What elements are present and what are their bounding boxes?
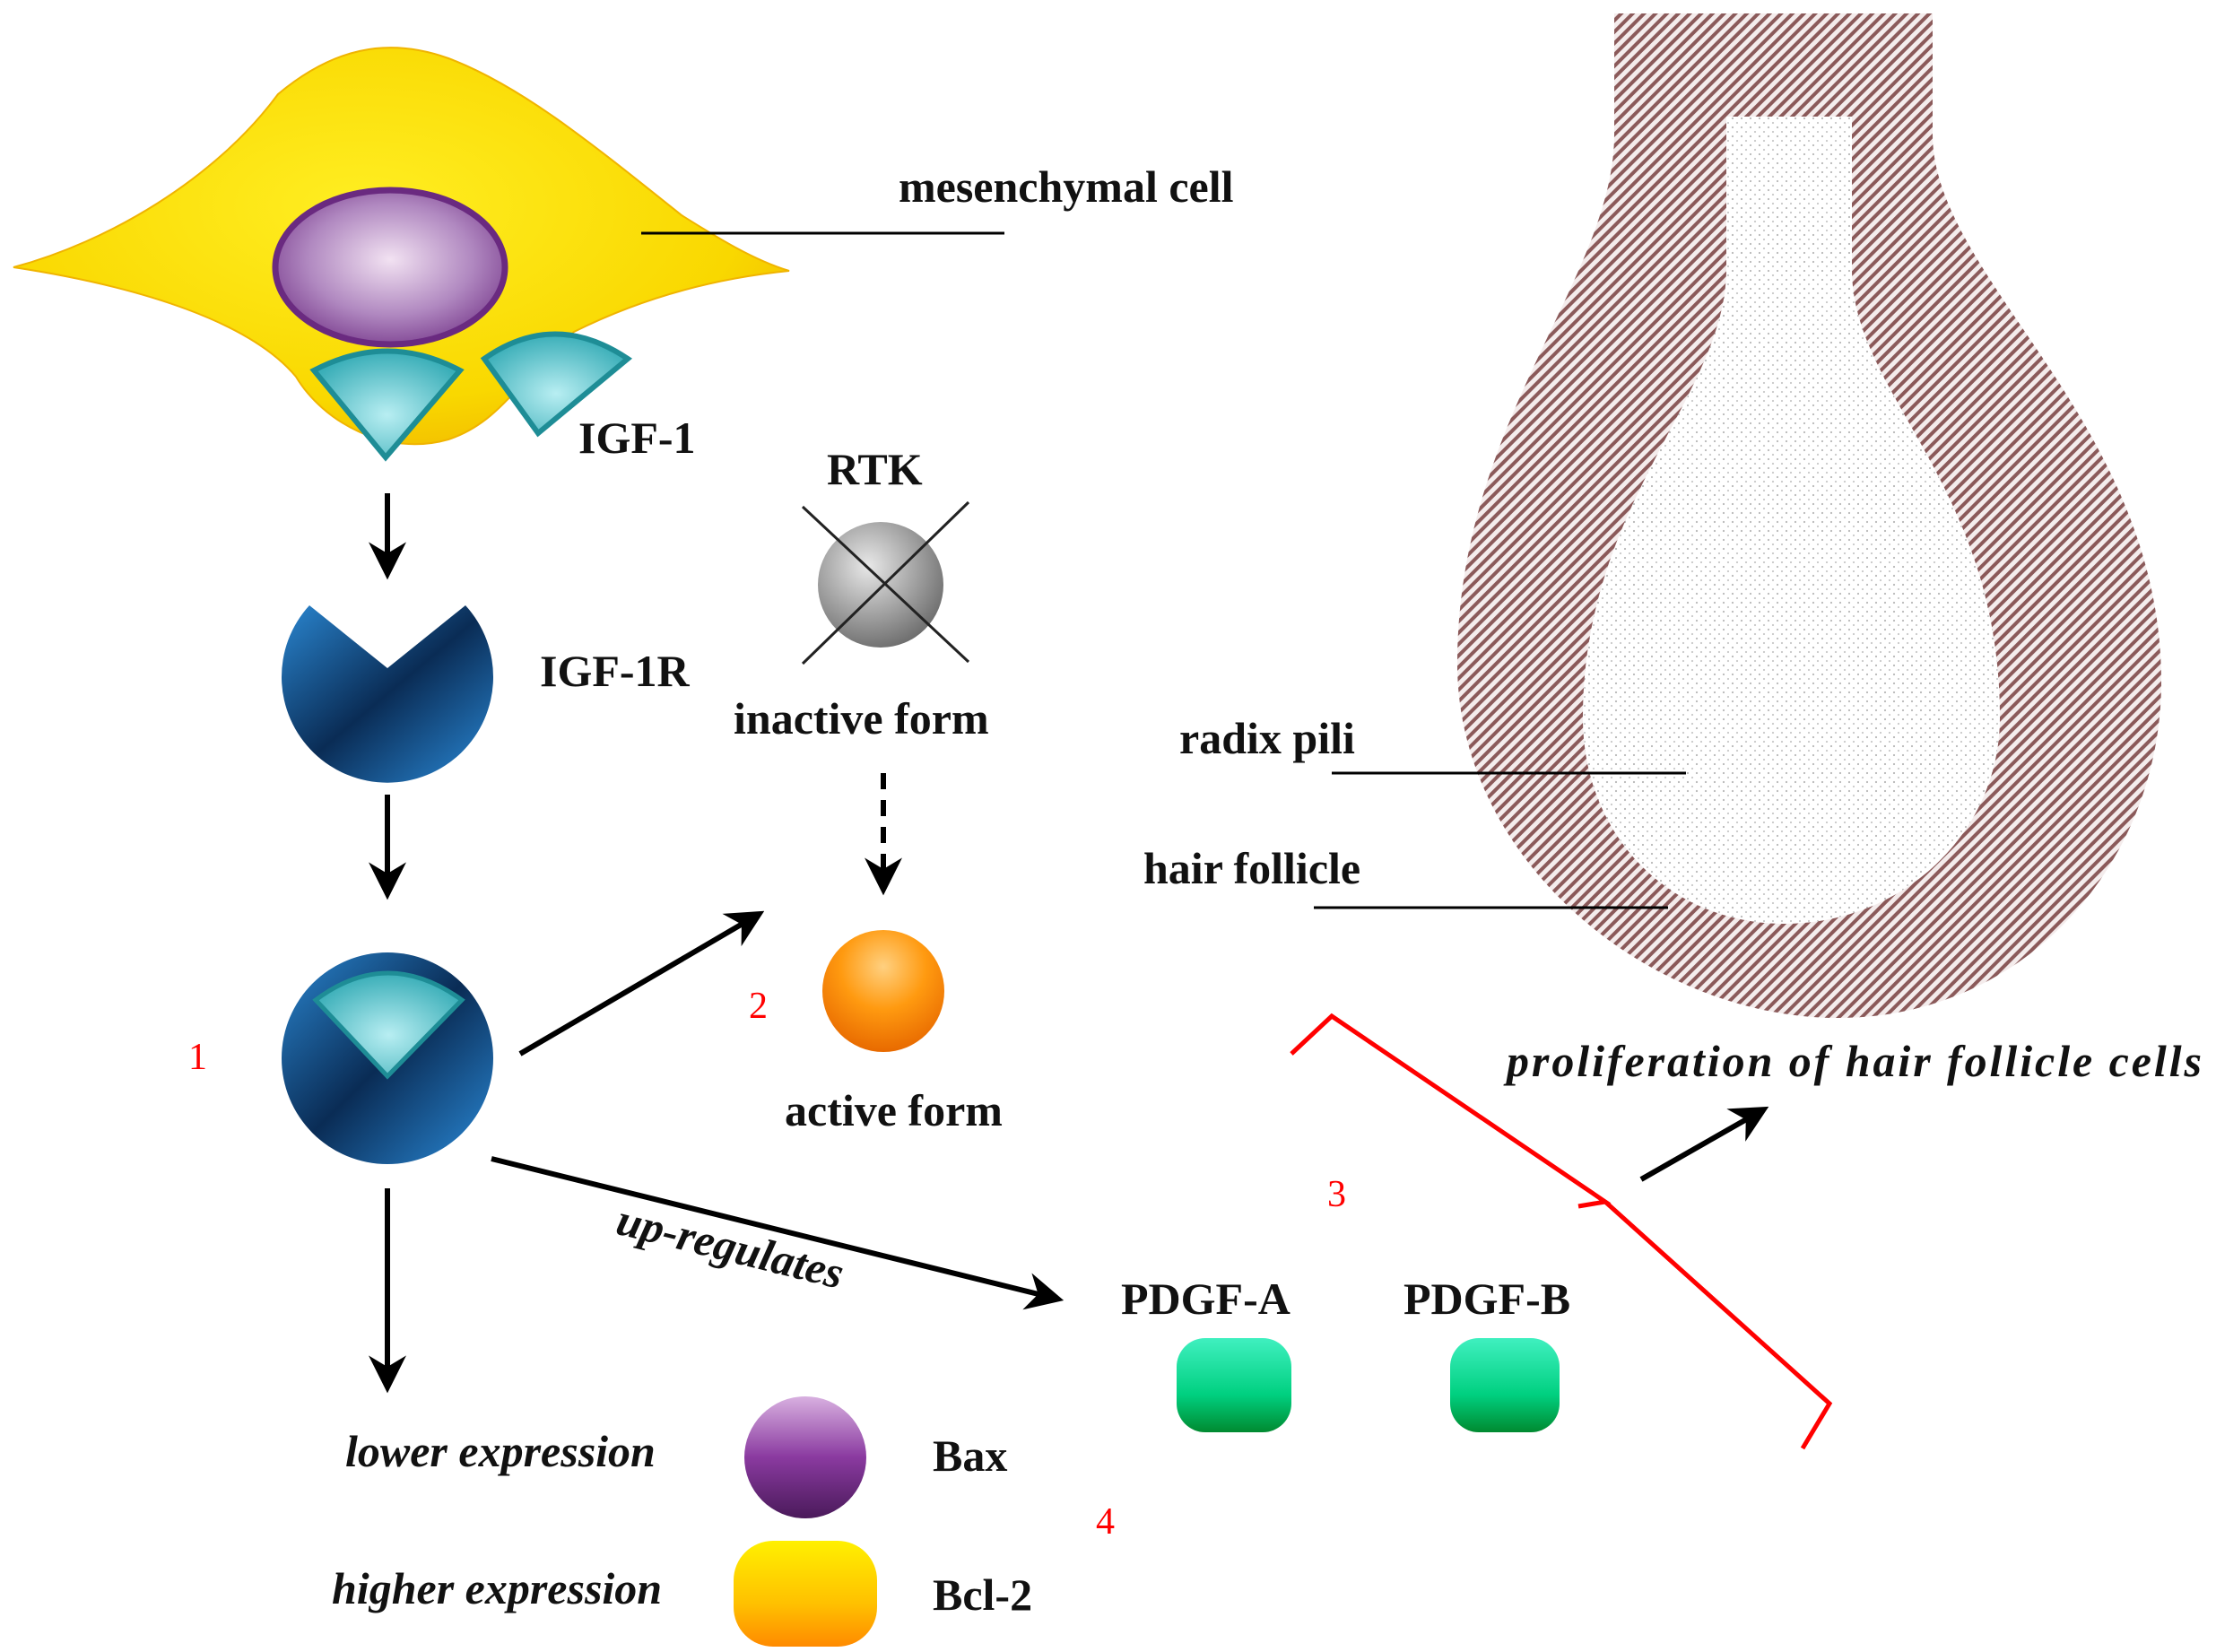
label-active-form: active form — [785, 1085, 1003, 1135]
label-hair-follicle: hair follicle — [1143, 843, 1360, 893]
step-number-4: 4 — [1096, 1501, 1115, 1543]
label-up-regulates: up-regulates — [612, 1194, 848, 1298]
rtk-inactive — [801, 500, 970, 665]
bax-protein — [744, 1396, 866, 1518]
hair-follicle-shape — [1457, 13, 2161, 1018]
label-pdgf-b: PDGF-B — [1403, 1274, 1570, 1324]
step-number-2: 2 — [749, 986, 768, 1027]
nucleus — [272, 187, 508, 348]
arrow-up-regulates-pdgf — [491, 1156, 1065, 1310]
label-bcl2: Bcl-2 — [933, 1569, 1032, 1620]
label-proliferation: proliferation of hair follicle cells — [1503, 1036, 2202, 1086]
label-igf1r: IGF-1R — [540, 646, 691, 696]
label-lower-expression: lower expression — [345, 1426, 656, 1476]
step-number-1: 1 — [188, 1037, 207, 1078]
igf1-ligand-2 — [480, 331, 633, 438]
pdgf-a-protein — [1177, 1338, 1291, 1432]
label-bax: Bax — [933, 1430, 1007, 1481]
mesenchymal-cell — [13, 47, 790, 446]
arrow-to-proliferation — [1639, 1106, 1769, 1182]
label-mesenchymal-cell: mesenchymal cell — [899, 161, 1234, 212]
igf1-ligand-1 — [309, 348, 465, 462]
bcl2-protein — [734, 1541, 877, 1647]
label-higher-expression: higher expression — [332, 1563, 662, 1613]
igf1r-receptor — [282, 605, 494, 783]
rtk-active — [822, 930, 944, 1052]
label-pdgf-a: PDGF-A — [1121, 1274, 1290, 1324]
red-bracket — [1290, 1013, 1833, 1450]
step-number-3: 3 — [1327, 1174, 1346, 1215]
label-inactive-form: inactive form — [734, 693, 989, 743]
igf1r-bound-complex — [282, 952, 493, 1164]
label-igf1: IGF-1 — [578, 413, 696, 463]
label-radix-pili: radix pili — [1179, 713, 1355, 763]
pdgf-b-protein — [1450, 1338, 1560, 1432]
label-rtk: RTK — [827, 444, 923, 494]
arrow-to-rtk-activation — [518, 910, 765, 1056]
